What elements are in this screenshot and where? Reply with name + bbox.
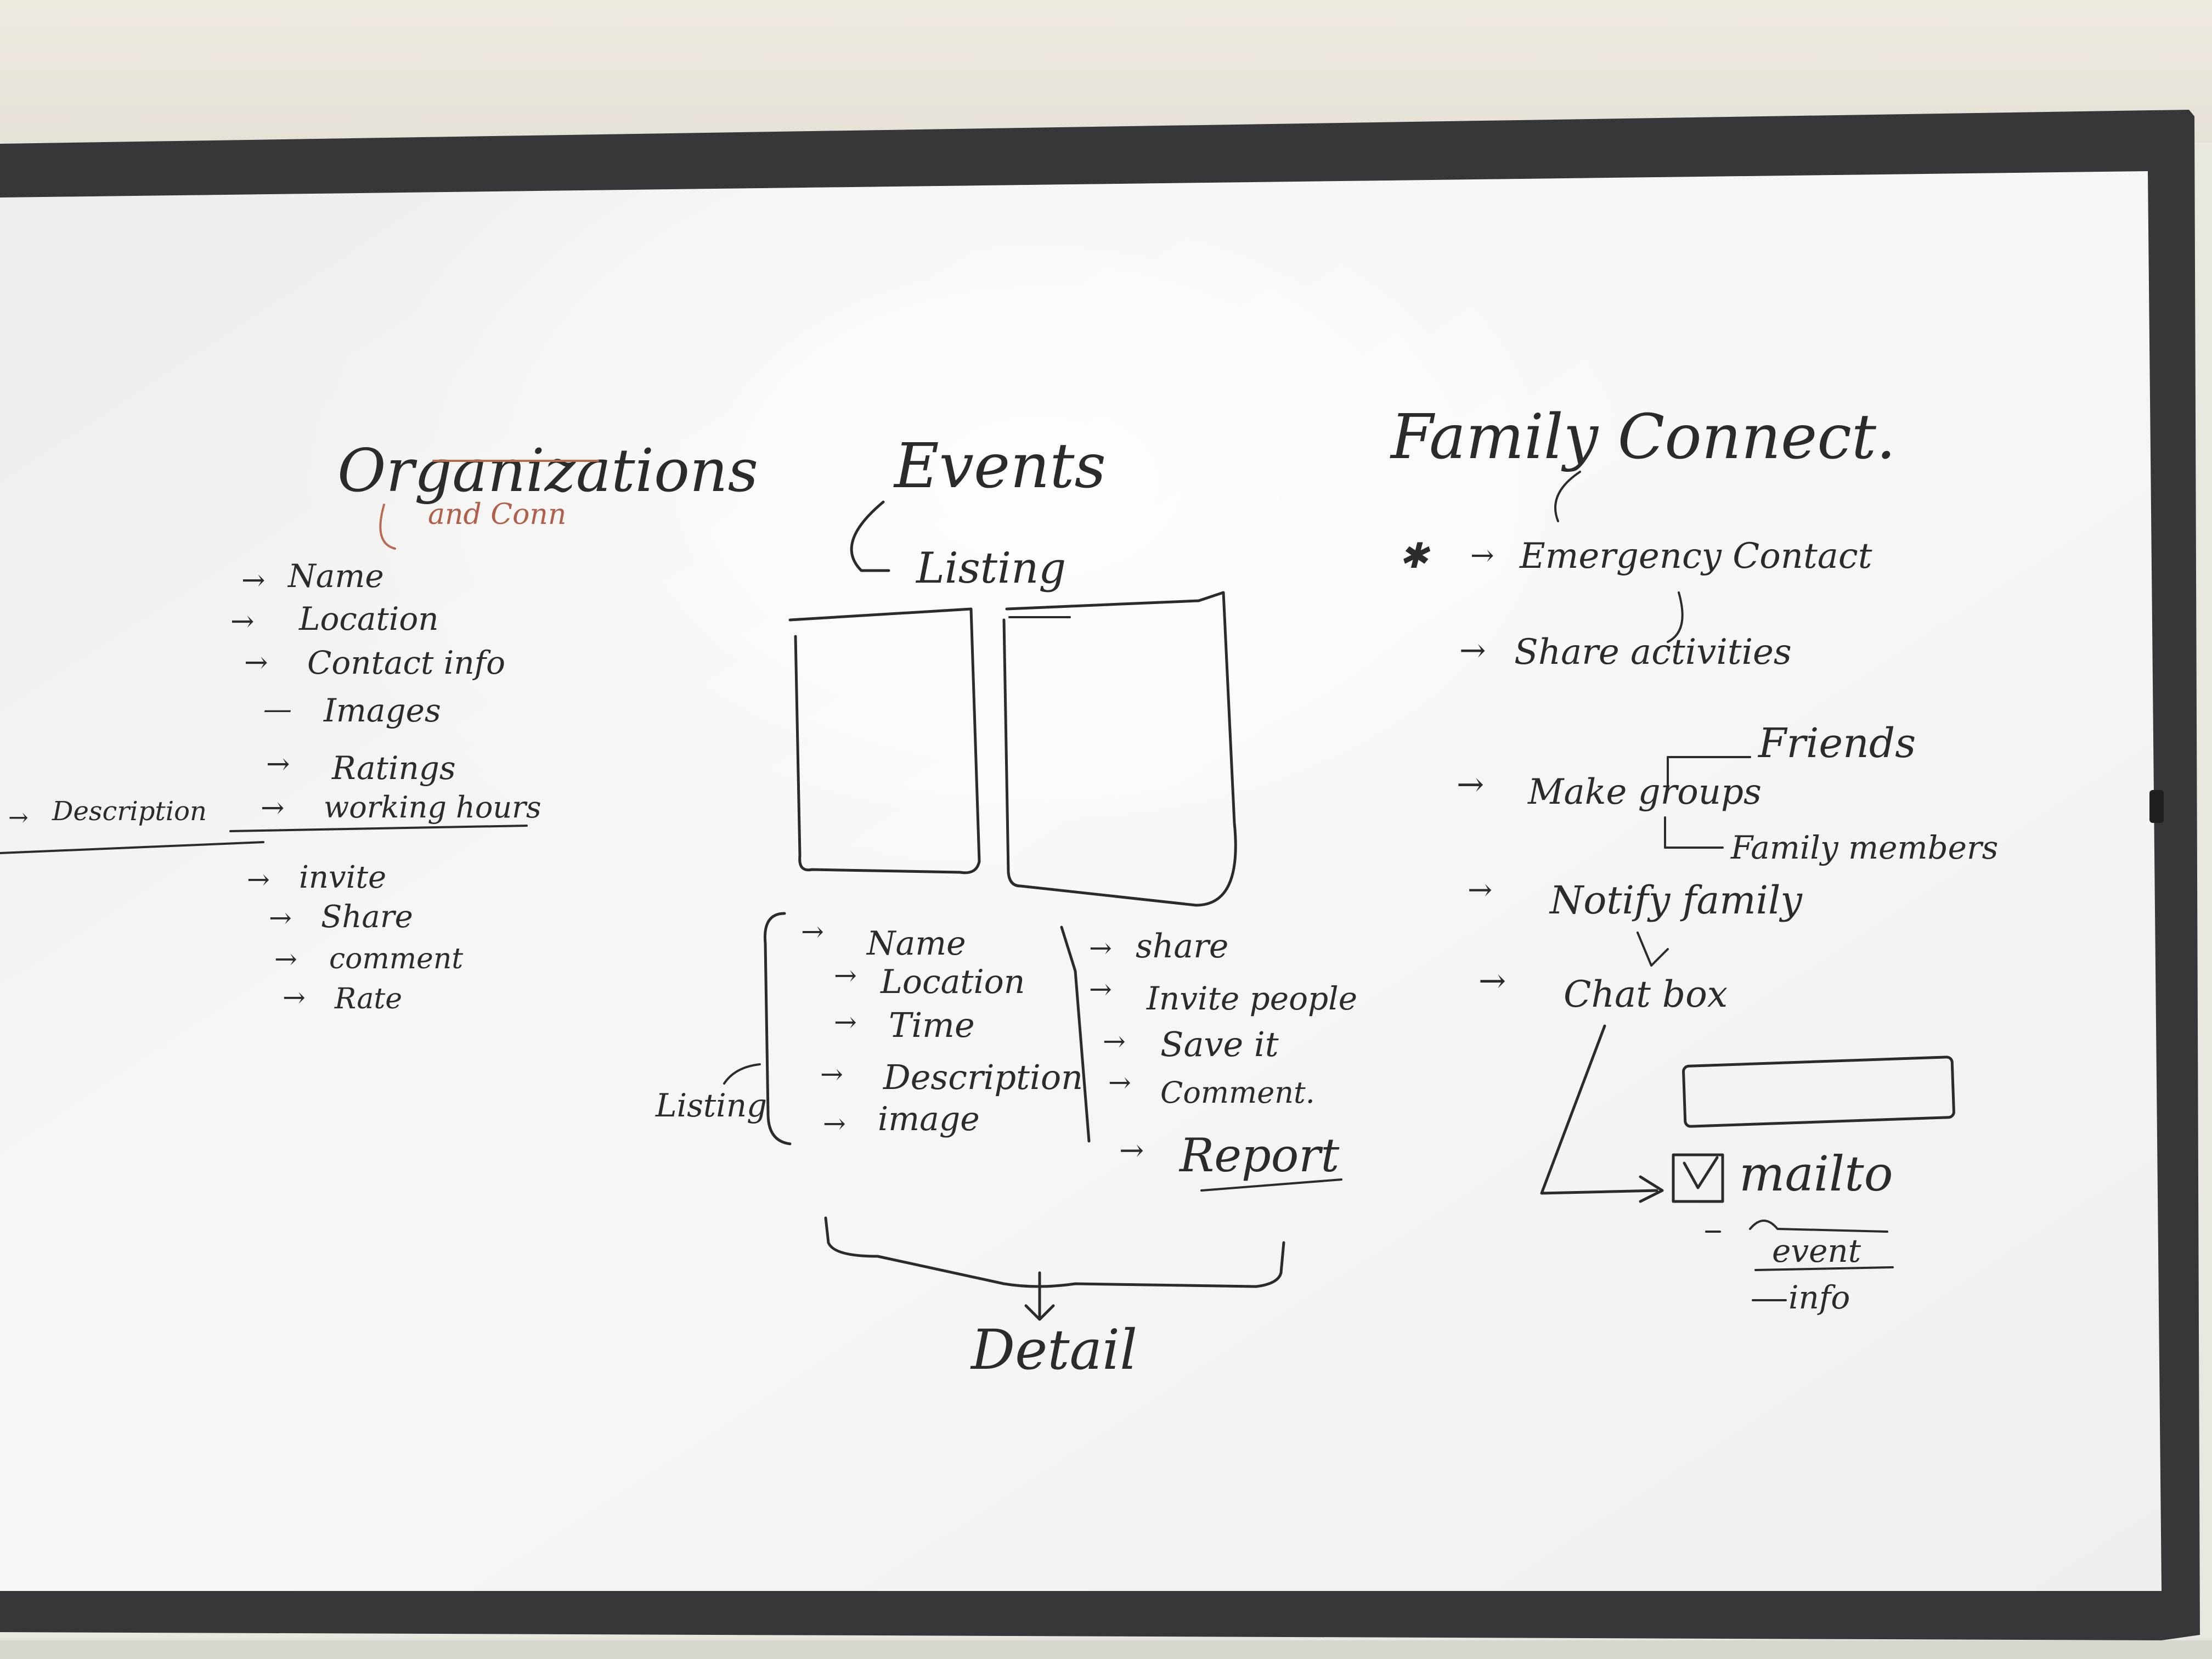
fc-arrow-5: → [1479,962,1506,1000]
event-action-arrow-4: → [1108,1066,1131,1098]
fc-arrow-1: → [1470,539,1494,572]
fc-arrow-3: → [1457,765,1484,804]
org-item-contact: Contact info [307,644,505,681]
org-action-arrow-1: → [247,864,270,895]
org-action-arrow-3: → [274,943,297,975]
event-field-arrow-5: → [823,1108,846,1139]
family-star-icon: ✱ [1399,536,1431,577]
event-action-invite: Invite people [1146,980,1357,1017]
listing-card-left [788,607,981,874]
org-item-location: Location [298,600,439,637]
event-field-arrow-2: → [834,960,857,991]
org-divider [0,841,264,854]
mailto-checkbox-icon [1672,1153,1724,1203]
fc-mailto: mailto [1739,1146,1893,1202]
event-action-arrow-3: → [1103,1025,1126,1057]
event-action-save: Save it [1160,1024,1279,1064]
fc-friends: Friends [1757,720,1916,767]
event-field-name: Name [866,924,966,963]
event-field-time: Time [889,1005,975,1045]
fc-notify: Notify family [1549,878,1803,923]
event-field-description: Description [883,1057,1083,1097]
listing-card-right [1002,591,1237,907]
events-bottom-bracket [824,1216,1285,1288]
event-action-comment: Comment. [1160,1075,1315,1110]
fc-chat: Chat box [1564,973,1728,1015]
event-field-arrow-4: → [820,1058,843,1090]
org-action-arrow-2: → [269,902,292,934]
org-arrow-3: → [244,646,268,679]
fc-family-members: Family members [1730,829,1998,866]
event-action-report: Report [1178,1128,1339,1182]
events-hook [850,500,890,572]
fc-share: Share activities [1514,632,1792,673]
org-arrow-2: → [230,605,255,638]
event-field-arrow-1: → [801,916,824,947]
events-column-divider [1060,926,1091,1143]
fc-family-branch [1664,816,1724,849]
fc-friends-branch [1667,756,1751,791]
fc-emergency: Emergency Contact [1519,536,1872,577]
org-action-comment: comment [329,943,463,975]
fc-notify-arrow [1637,932,1669,967]
detail-arrow-head [1024,1304,1055,1321]
events-side-label: Listing [655,1087,767,1124]
organizations-title: Organizations [337,437,758,505]
event-action-arrow-2: → [1089,973,1112,1005]
org-arrow-4: — [263,693,292,726]
fc-event-line [1754,1266,1894,1271]
org-side-note: Description [52,796,207,827]
floor-edge [0,1640,2212,1659]
mailto-check-mark [1683,1156,1719,1189]
event-field-arrow-3: → [834,1006,857,1038]
fc-make-groups: Make groups [1527,772,1762,812]
org-arrow-6: → [261,792,285,825]
org-action-invite: invite [299,860,386,895]
event-field-image: image [878,1100,980,1138]
board-clip [2149,790,2164,823]
organizations-red-note: and Conn [428,498,566,531]
events-detail: Detail [970,1318,1137,1382]
event-action-share: share [1136,927,1228,966]
board-glare [0,171,2162,1591]
org-arrow-1: → [241,564,266,597]
event-field-location: Location [880,963,1025,1001]
family-connect-title: Family Connect. [1390,402,1896,473]
org-action-arrow-4: → [283,981,306,1013]
family-connect-hook [1554,471,1581,522]
org-arrow-5: → [266,748,290,781]
fc-arrow-2: → [1459,631,1486,669]
event-report-underline [1200,1178,1342,1192]
fc-info: info [1788,1279,1850,1316]
fc-chat-line [1540,1024,1658,1195]
fc-emergency-hook [1667,591,1684,643]
org-action-share: Share [321,899,413,935]
org-item-name: Name [287,557,384,595]
org-underline [229,825,528,832]
fc-mailto-dash [1705,1220,1888,1233]
org-item-images: Images [323,692,441,729]
events-title: Events [893,431,1106,502]
fc-arrow-4: → [1468,872,1492,907]
event-action-arrow-5: → [1119,1133,1144,1167]
org-action-rate: Rate [334,983,402,1015]
events-left-brace [763,912,792,1146]
chat-input-box [1682,1056,1955,1128]
fc-chat-arrow-head [1639,1175,1664,1203]
event-action-arrow-1: → [1089,932,1112,964]
fc-event: event [1772,1232,1861,1269]
org-item-working-hours: working hours [324,790,541,825]
organizations-red-arc [379,504,396,550]
events-side-arrow [723,1063,761,1085]
org-item-ratings: Ratings [331,749,456,787]
org-side-arrow: → [8,804,29,832]
events-subtitle: Listing [915,544,1066,593]
